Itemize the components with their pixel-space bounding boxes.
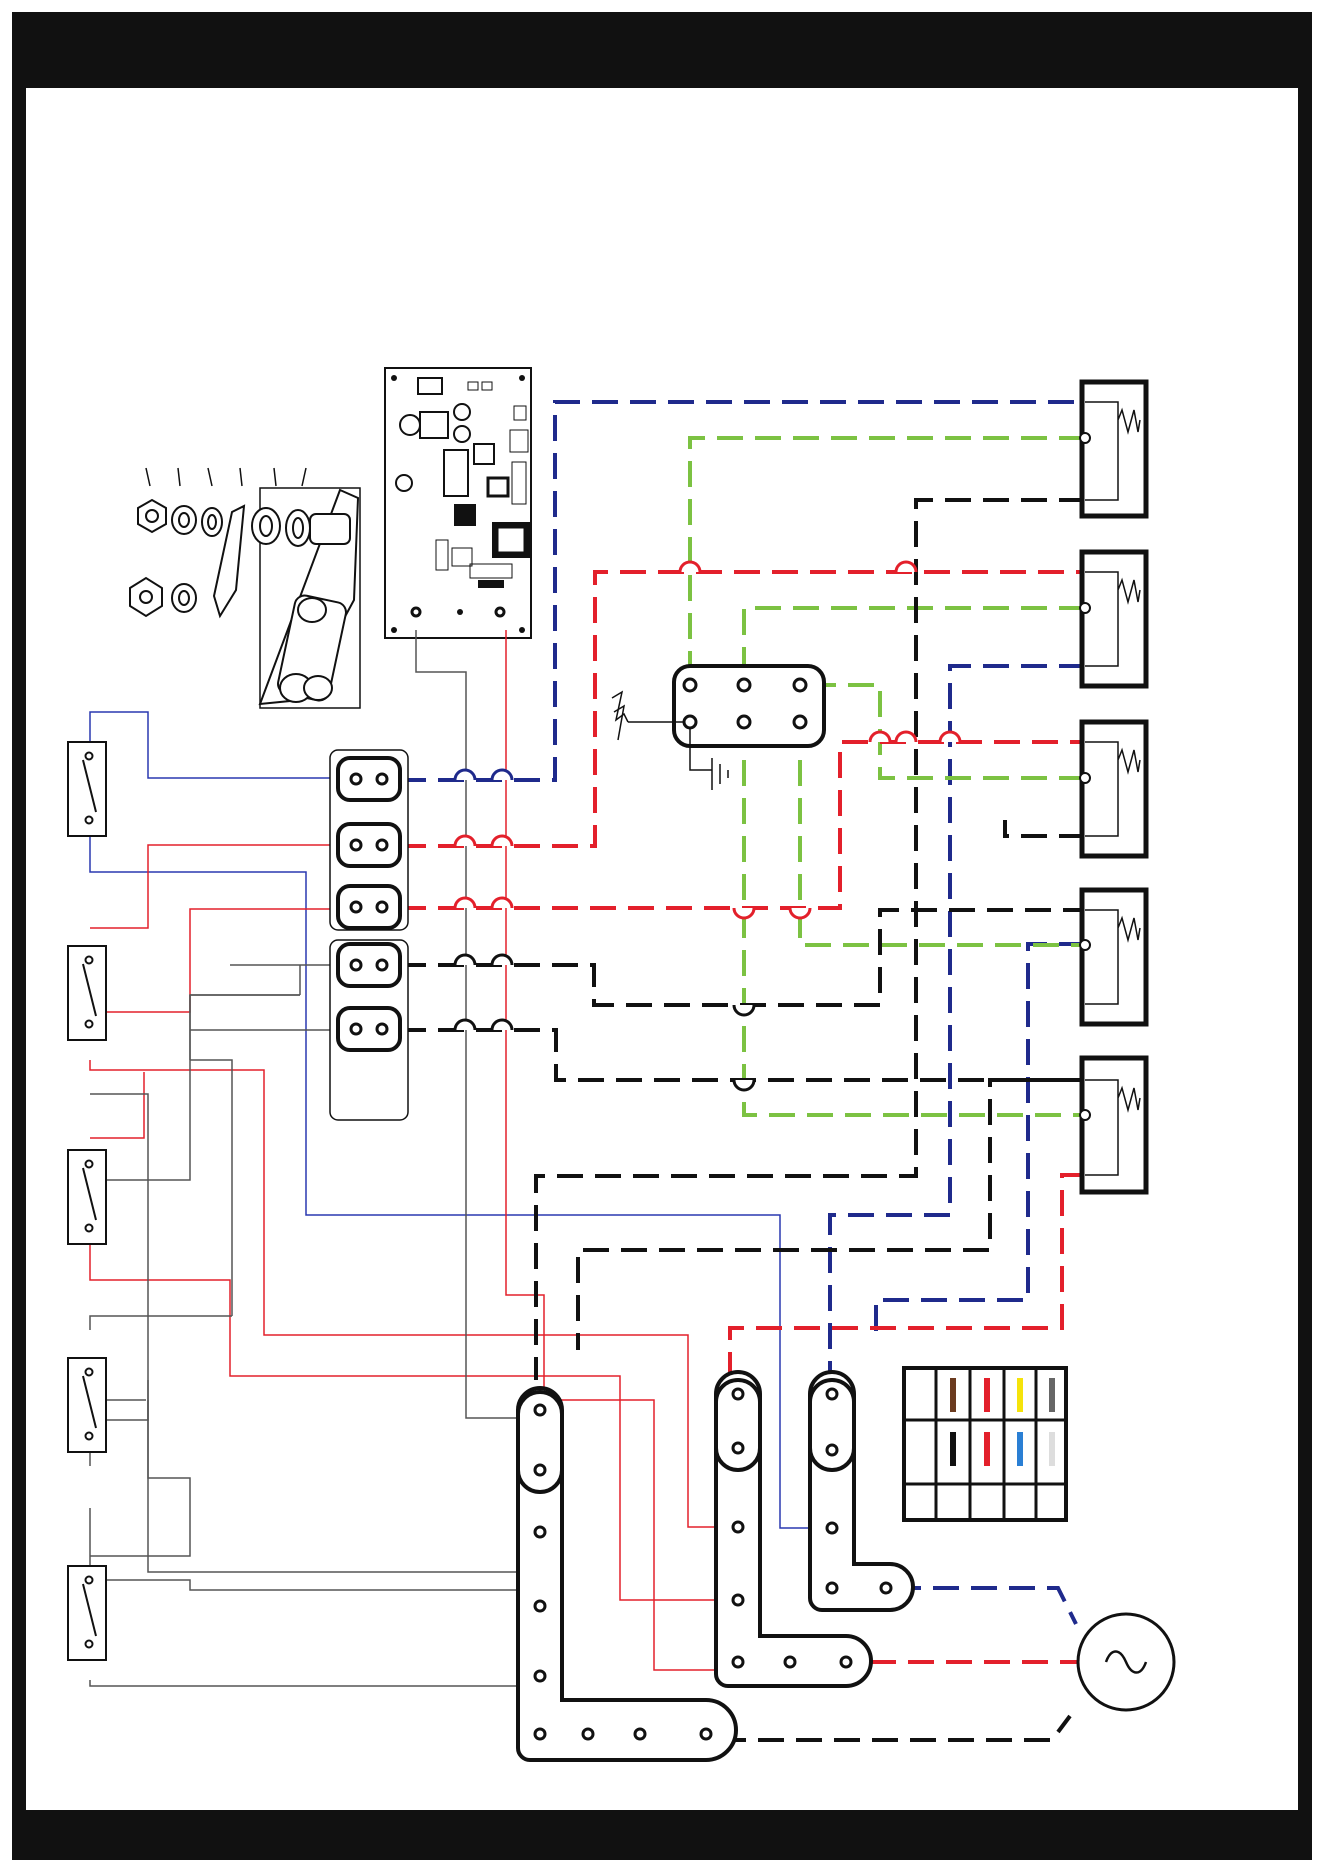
left-border (12, 12, 26, 1860)
terminal-block-icon (612, 666, 824, 746)
switch-icon (68, 1150, 106, 1244)
header-bar (12, 12, 1312, 88)
legend-swatch (950, 1378, 956, 1412)
ac-source-icon (1078, 1614, 1174, 1710)
resistor-icon (1080, 722, 1146, 856)
footer-bar (12, 1810, 1312, 1860)
wire-crossover-hops (455, 562, 960, 1090)
legend-swatch (1017, 1432, 1023, 1466)
heating-elements (1080, 382, 1146, 1192)
socket-icon (338, 944, 400, 986)
socket-icon (338, 1008, 400, 1050)
color-legend (904, 1368, 1066, 1520)
pcb-icon (385, 368, 531, 638)
legend-swatch (950, 1432, 956, 1466)
right-border (1298, 12, 1312, 1860)
socket-icon (338, 758, 400, 800)
nut-washer-assembly-icon (130, 468, 360, 708)
socket-group-a (330, 750, 408, 930)
bus-bars (518, 1372, 913, 1760)
legend-swatch (984, 1378, 990, 1412)
socket-icon (338, 886, 400, 928)
legend-swatch (1017, 1378, 1023, 1412)
legend-swatch (1049, 1432, 1055, 1466)
resistor-icon (1080, 552, 1146, 686)
socket-icon (338, 824, 400, 866)
legend-swatch (984, 1432, 990, 1466)
switch-icon (68, 1358, 106, 1452)
switch-icon (68, 946, 106, 1040)
resistor-icon (1080, 890, 1146, 1024)
socket-group-b (330, 940, 408, 1120)
resistor-icon (1080, 1058, 1146, 1192)
switches (68, 742, 106, 1660)
switch-icon (68, 1566, 106, 1660)
legend-swatch (1049, 1378, 1055, 1412)
switch-icon (68, 742, 106, 836)
resistor-icon (1080, 382, 1146, 516)
